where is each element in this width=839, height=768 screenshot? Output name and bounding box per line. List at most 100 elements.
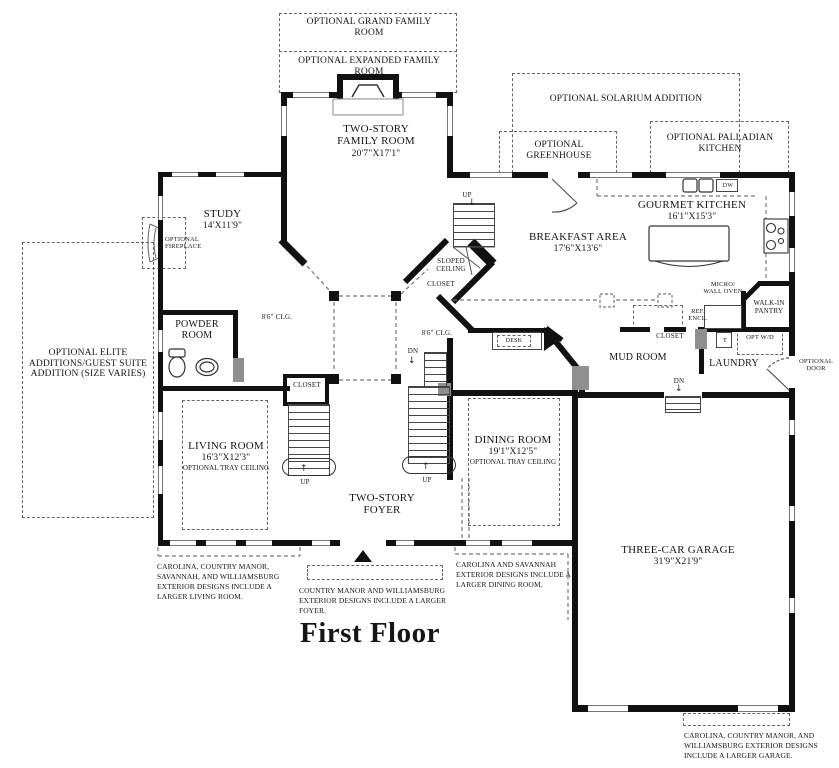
wall-segment: [758, 281, 794, 286]
window: [281, 106, 287, 136]
front-door-opening: [340, 540, 386, 546]
door-opening: [650, 327, 664, 332]
window: [170, 540, 196, 546]
window: [293, 92, 329, 98]
breakfast-name: BREAKFAST AREA: [528, 231, 628, 243]
window: [158, 196, 163, 220]
wall-segment: [447, 376, 453, 480]
door-opening: [664, 392, 702, 398]
kitchen-dims: 16'1"X15'3": [667, 212, 717, 223]
wall-segment: [283, 374, 287, 406]
page-title: First Floor: [300, 617, 440, 649]
family-room-name: TWO-STORY FAMILY ROOM: [337, 123, 415, 148]
dining-room-tray-outline: [468, 398, 560, 526]
family-fireplace: [332, 74, 404, 116]
living-room-tray-outline: [182, 400, 268, 530]
option-expanded-family-label: OPTIONAL EXPANDED FAMILY ROOM: [298, 56, 440, 77]
note-garage: CAROLINA, COUNTRY MANOR, AND WILLIAMSBUR…: [684, 731, 818, 760]
living-room-dims: 16'3"X12'3": [201, 453, 251, 464]
window: [789, 420, 795, 435]
wall-segment: [572, 705, 795, 712]
living-tray-label: OPTIONAL TRAY CEILING: [182, 464, 270, 473]
window: [206, 540, 236, 546]
ceiling-height-label: 8'6" CLG.: [261, 313, 293, 321]
wall-block: [572, 366, 589, 390]
wall-segment: [468, 328, 548, 333]
wall-segment: [699, 349, 704, 374]
window: [789, 598, 795, 613]
option-garage-outline: [683, 713, 790, 726]
desk-counter: [492, 332, 542, 350]
mud-room-label: MUD ROOM: [609, 352, 667, 363]
window: [447, 106, 453, 136]
option-elite-label: OPTIONAL ELITE ADDITIONS/GUEST SUITE ADD…: [28, 348, 148, 380]
study-name: STUDY: [203, 208, 242, 220]
dishwasher-label: DW: [722, 183, 734, 189]
dining-room-dims: 19'1"X12'5": [488, 447, 538, 458]
wall-segment: [572, 396, 578, 706]
window: [216, 172, 244, 177]
window: [158, 330, 163, 352]
laundry-label: LAUNDRY: [709, 358, 759, 369]
study-label: STUDY 14'X11'9": [180, 208, 265, 232]
wall-oven-label: MICRO/ WALL OVEN: [703, 281, 743, 296]
laundry-tub-label: T: [722, 337, 728, 344]
option-divider-line: [279, 51, 457, 52]
window: [666, 172, 720, 178]
stairs-basement: [424, 352, 447, 388]
window: [789, 506, 795, 521]
dining-tray-label: OPTIONAL TRAY CEILING: [469, 458, 557, 467]
garage-dims: 31'9"X21'9": [653, 557, 703, 568]
sidelight-window: [396, 540, 414, 546]
sidelight-window: [312, 540, 330, 546]
up-arrow-icon: ↑: [422, 462, 430, 472]
desk-end-wall: [544, 327, 561, 351]
column: [391, 291, 401, 301]
wall-segment: [281, 92, 287, 244]
stair-rail: [282, 458, 336, 476]
option-fireplace-outline: [142, 217, 186, 269]
breakfast-label: BREAKFAST AREA 17'6"X13'6": [518, 231, 638, 255]
window: [789, 248, 795, 272]
wall-segment: [158, 310, 234, 315]
wall-block: [233, 358, 244, 382]
window: [789, 192, 795, 216]
wall-segment: [452, 390, 578, 396]
closet-label: CLOSET: [656, 332, 684, 340]
study-dims: 14'X11'9": [202, 221, 243, 232]
option-elite-outline: [22, 242, 154, 518]
optional-door-label: OPTIONAL DOOR: [798, 358, 834, 373]
wall-segment: [233, 310, 238, 364]
window: [158, 466, 163, 494]
ref-enclosure-label: REF. ENCL.: [688, 308, 708, 323]
desk-outline: DESK: [497, 335, 531, 347]
option-palladian-label: OPTIONAL PALLADIAN KITCHEN: [666, 133, 774, 154]
desk-label: DESK: [505, 338, 523, 344]
dishwasher-box: DW: [716, 179, 738, 192]
wall-block: [695, 329, 707, 349]
note-living-room: CAROLINA, COUNTRY MANOR, SAVANNAH, AND W…: [157, 562, 280, 601]
window: [246, 540, 272, 546]
up-label: UP: [300, 478, 310, 486]
window: [502, 540, 532, 546]
column: [329, 291, 339, 301]
window: [158, 412, 163, 440]
closet-label: CLOSET: [293, 381, 321, 389]
wall-segment: [741, 291, 746, 329]
option-greenhouse-label: OPTIONAL GREENHOUSE: [526, 140, 592, 161]
wall-segment: [620, 327, 794, 332]
sink-icon: [195, 357, 219, 377]
foyer-label: TWO-STORY FOYER: [349, 492, 415, 517]
window: [172, 172, 198, 177]
ceiling-height-label: 8'6" CLG.: [421, 329, 453, 337]
kitchen-sink-icon: [682, 178, 714, 193]
family-room-label: TWO-STORY FAMILY ROOM 20'7"X17'1": [328, 123, 424, 160]
front-door-marker: [354, 550, 372, 562]
note-foyer: COUNTRY MANOR AND WILLIAMSBURG EXTERIOR …: [299, 586, 447, 615]
down-arrow-icon: ↓: [408, 356, 416, 366]
dining-room-label: DINING ROOM 19'1"X12'5" OPTIONAL TRAY CE…: [462, 434, 564, 467]
kitchen-label: GOURMET KITCHEN 16'1"X15'3": [636, 199, 748, 223]
cooktop-icon: [763, 218, 789, 254]
wall-segment: [789, 395, 795, 706]
